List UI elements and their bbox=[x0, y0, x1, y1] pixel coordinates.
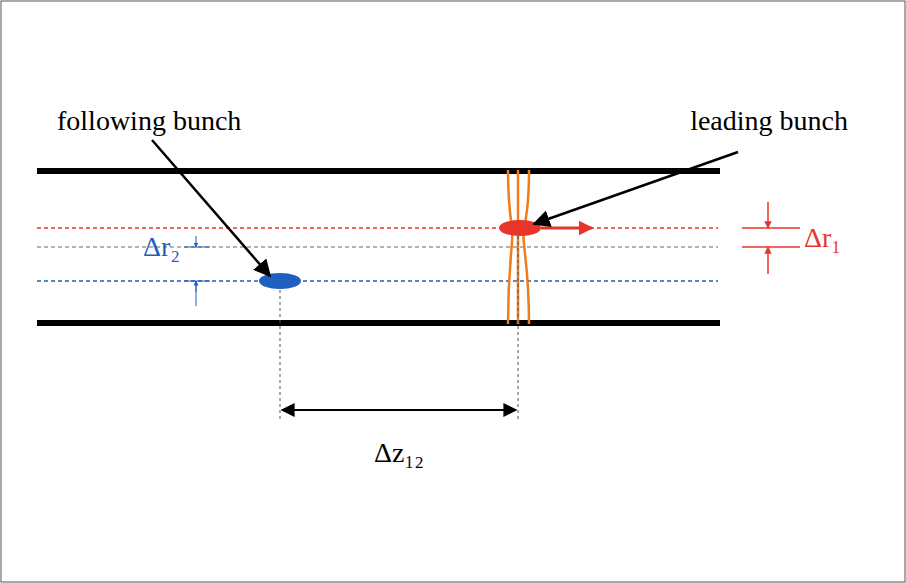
drawing-part bbox=[196, 236, 197, 247]
drawing-part bbox=[742, 227, 800, 229]
pipe-wall bbox=[37, 168, 720, 174]
leading-orbit bbox=[37, 227, 718, 229]
leading-bunch bbox=[499, 220, 541, 236]
drawing-part bbox=[767, 202, 769, 228]
drawing-part bbox=[508, 170, 512, 324]
pipe-wall bbox=[37, 320, 720, 326]
drawing-part bbox=[742, 246, 800, 248]
dimension-r2 bbox=[184, 236, 210, 306]
dimension-z12 bbox=[282, 409, 516, 411]
following-orbit bbox=[37, 280, 718, 282]
dimension-label: Δz₁₂ bbox=[372, 438, 426, 469]
extension-line bbox=[518, 236, 519, 420]
drawing-part bbox=[184, 281, 210, 282]
dimension-label: Δr₂ bbox=[141, 232, 182, 263]
callout-label: following bunch bbox=[55, 106, 243, 137]
drawing-part bbox=[517, 170, 520, 324]
leader-line bbox=[534, 152, 738, 224]
extension-line bbox=[280, 290, 281, 420]
callout-label: leading bunch bbox=[688, 106, 850, 137]
dimension-label: Δr₁ bbox=[802, 223, 843, 254]
drawing-part bbox=[196, 281, 197, 306]
drawing-part bbox=[523, 170, 529, 324]
axis-line bbox=[37, 246, 718, 248]
direction-arrow bbox=[541, 227, 592, 230]
drawing-part bbox=[767, 247, 769, 274]
drawing-part bbox=[184, 247, 210, 248]
wakefield-lines bbox=[508, 170, 529, 324]
dimension-r1 bbox=[742, 202, 800, 274]
following-bunch bbox=[259, 273, 301, 289]
